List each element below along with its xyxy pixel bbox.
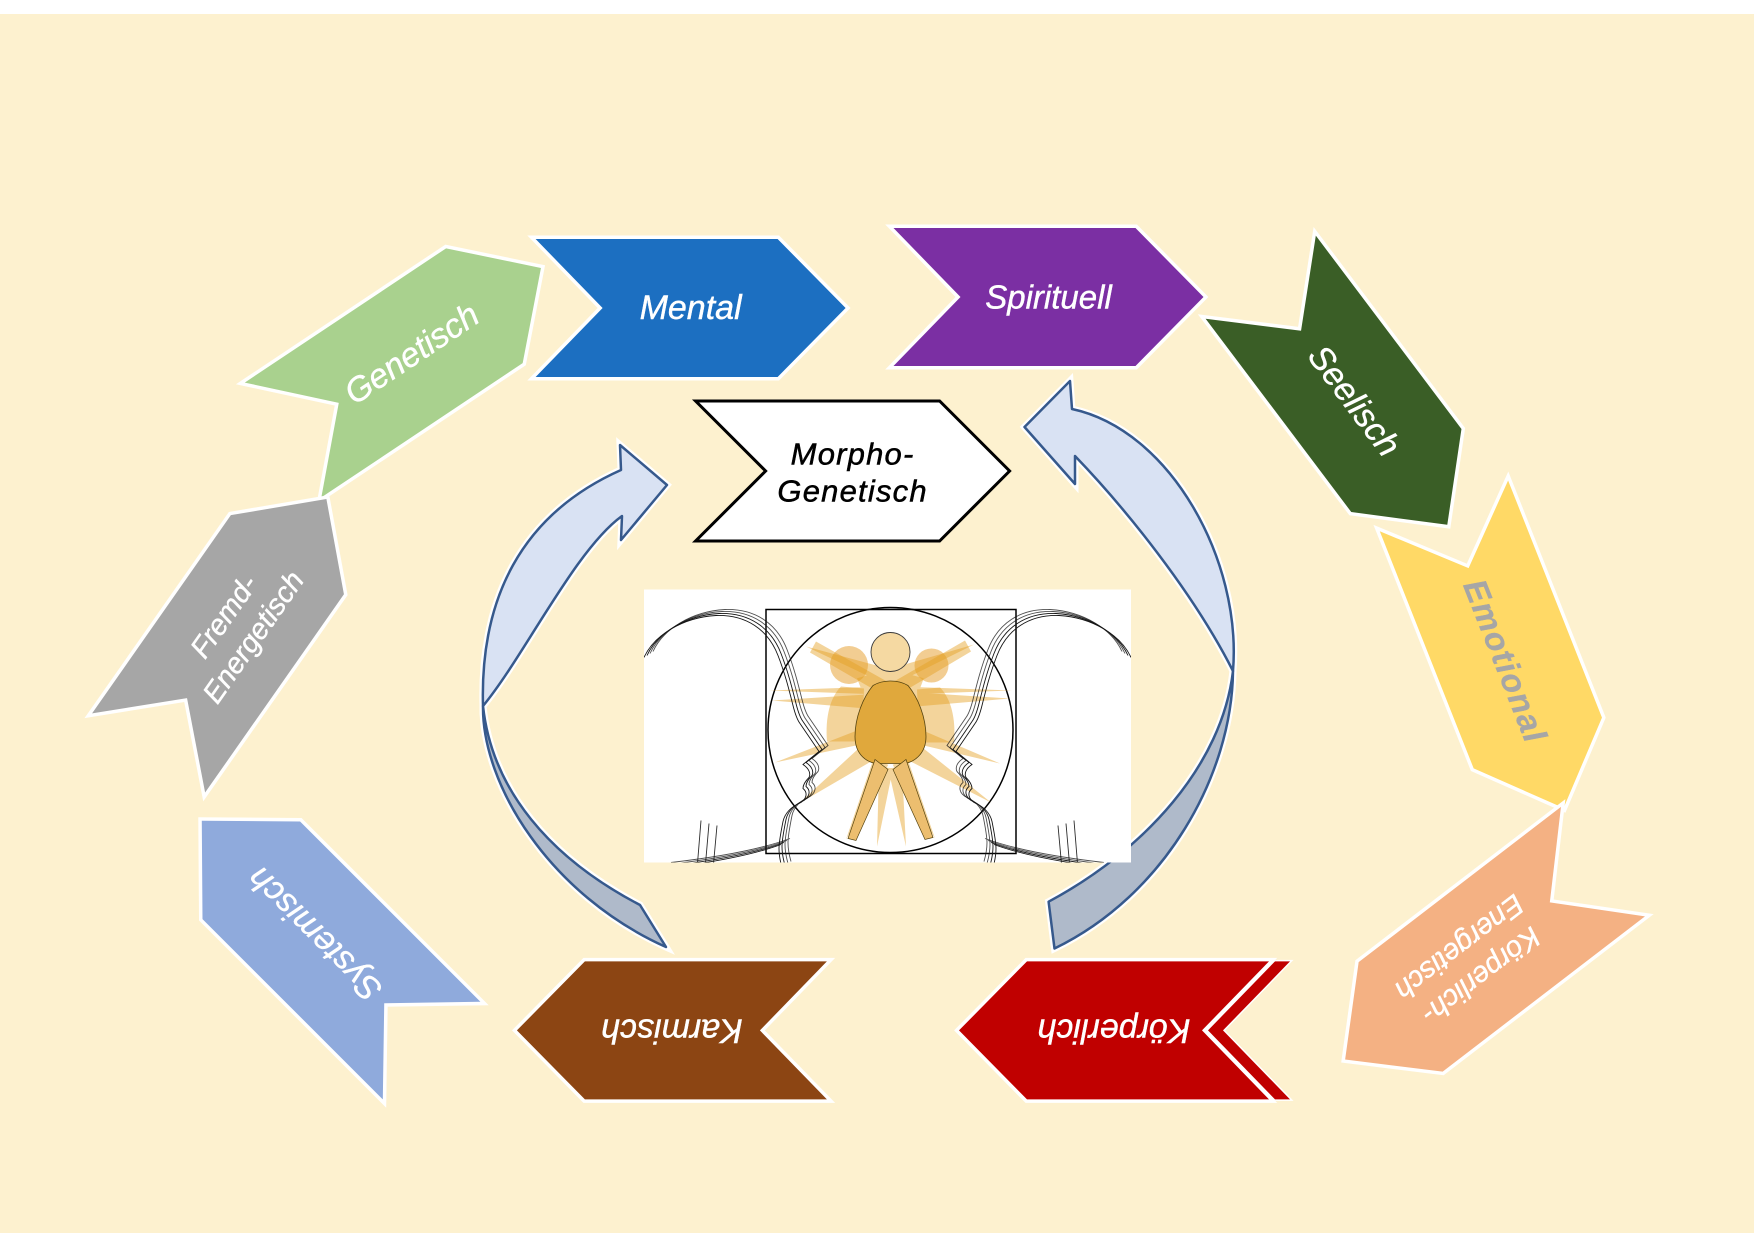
svg-text:Mental: Mental <box>640 289 743 327</box>
svg-text:Morpho-Genetisch: Morpho-Genetisch <box>777 437 927 509</box>
svg-text:Körperlich: Körperlich <box>1037 1011 1190 1049</box>
svg-text:Karmisch: Karmisch <box>601 1011 743 1049</box>
svg-text:Spirituell: Spirituell <box>985 279 1113 316</box>
